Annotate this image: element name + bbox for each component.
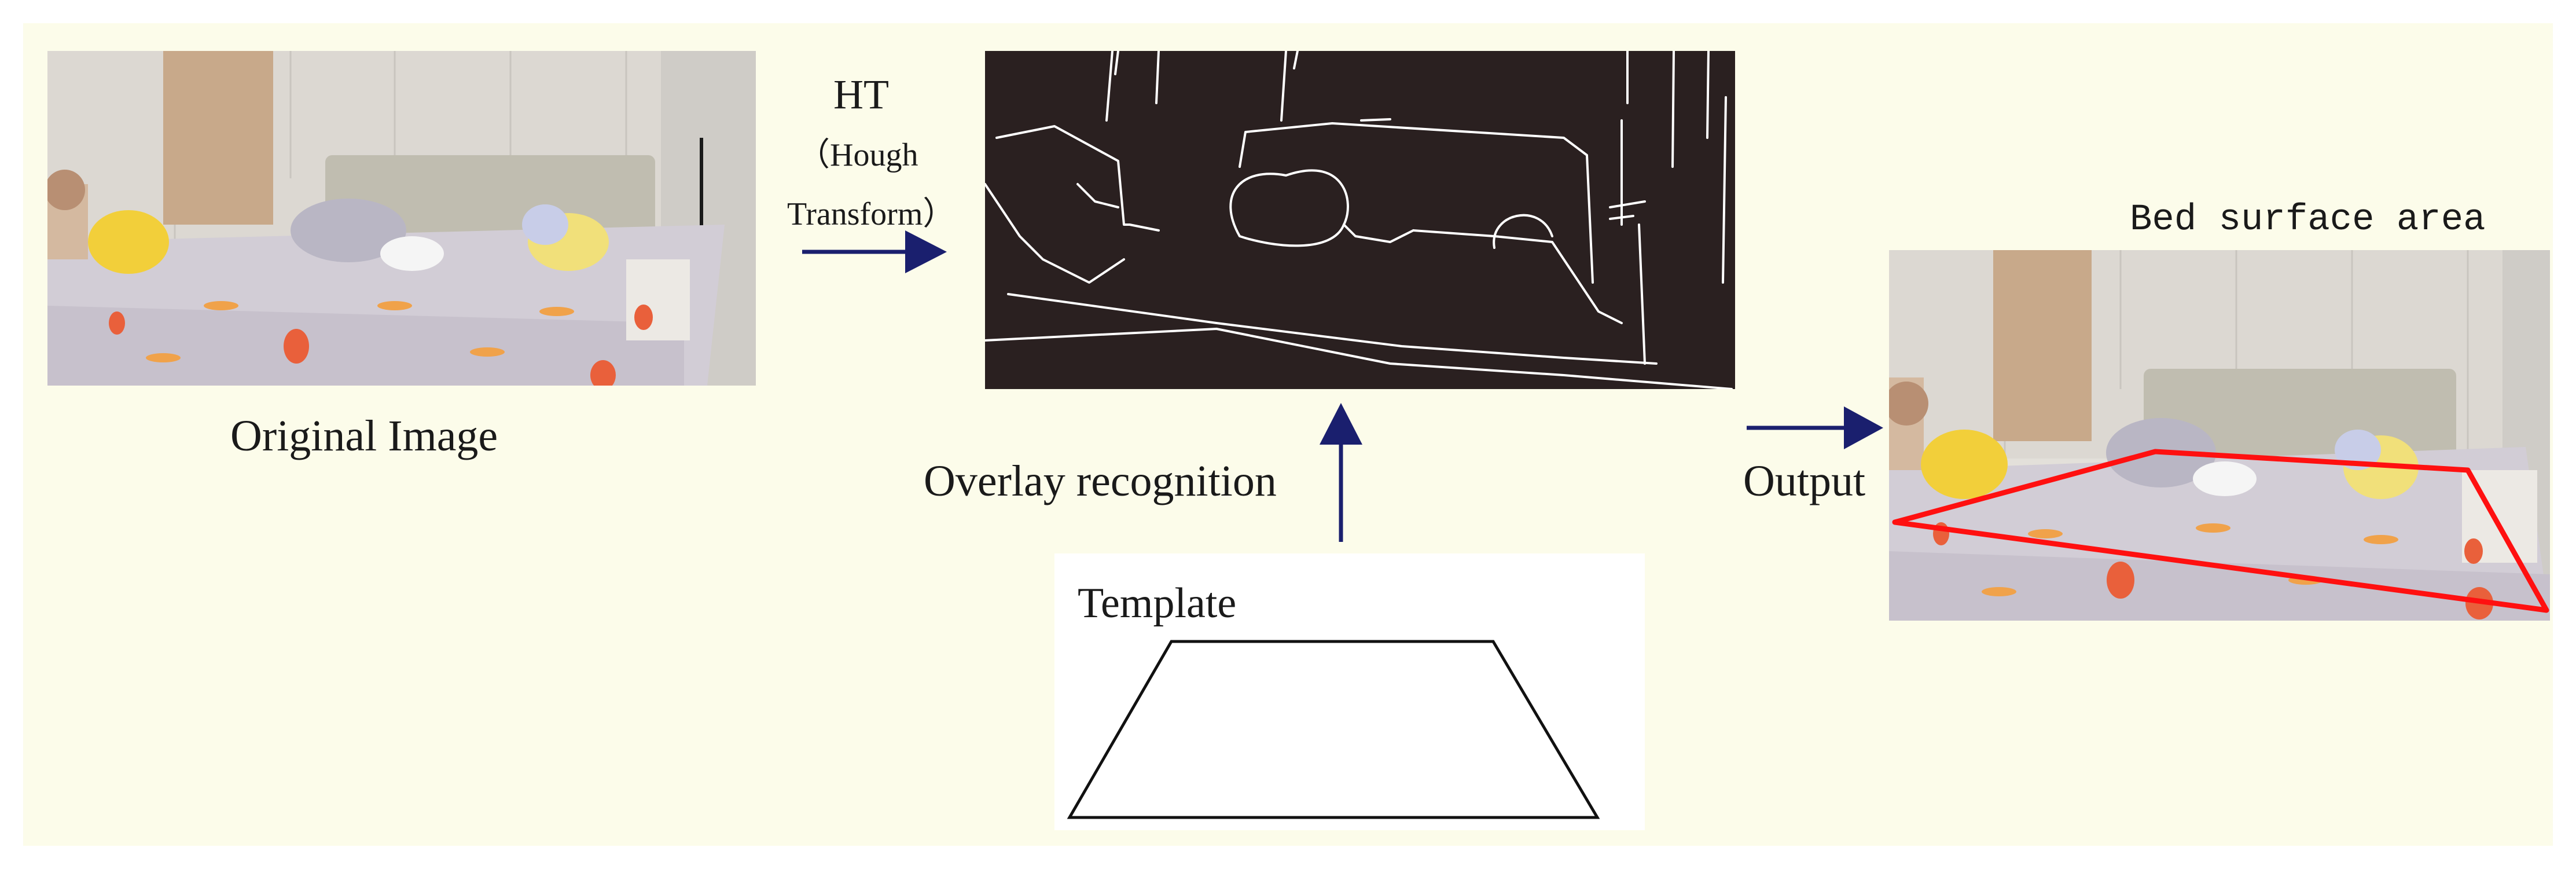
original-image-caption: Original Image xyxy=(230,411,498,461)
template-trapezoid xyxy=(1054,553,1645,830)
output-arrow xyxy=(1747,402,1883,454)
overlay-recognition-arrow xyxy=(1315,403,1367,542)
output-image xyxy=(1889,250,2550,621)
output-label: Output xyxy=(1743,456,1865,507)
bed-surface-area-title: Bed surface area xyxy=(2130,199,2486,241)
template-box: Template xyxy=(1054,553,1645,830)
ht-arrow xyxy=(802,226,947,278)
ht-label: HT xyxy=(833,71,889,119)
original-image xyxy=(47,51,756,386)
overlay-recognition-label: Overlay recognition xyxy=(924,456,1277,507)
hough-label: （Hough xyxy=(798,129,918,175)
edge-map-image xyxy=(985,51,1735,389)
